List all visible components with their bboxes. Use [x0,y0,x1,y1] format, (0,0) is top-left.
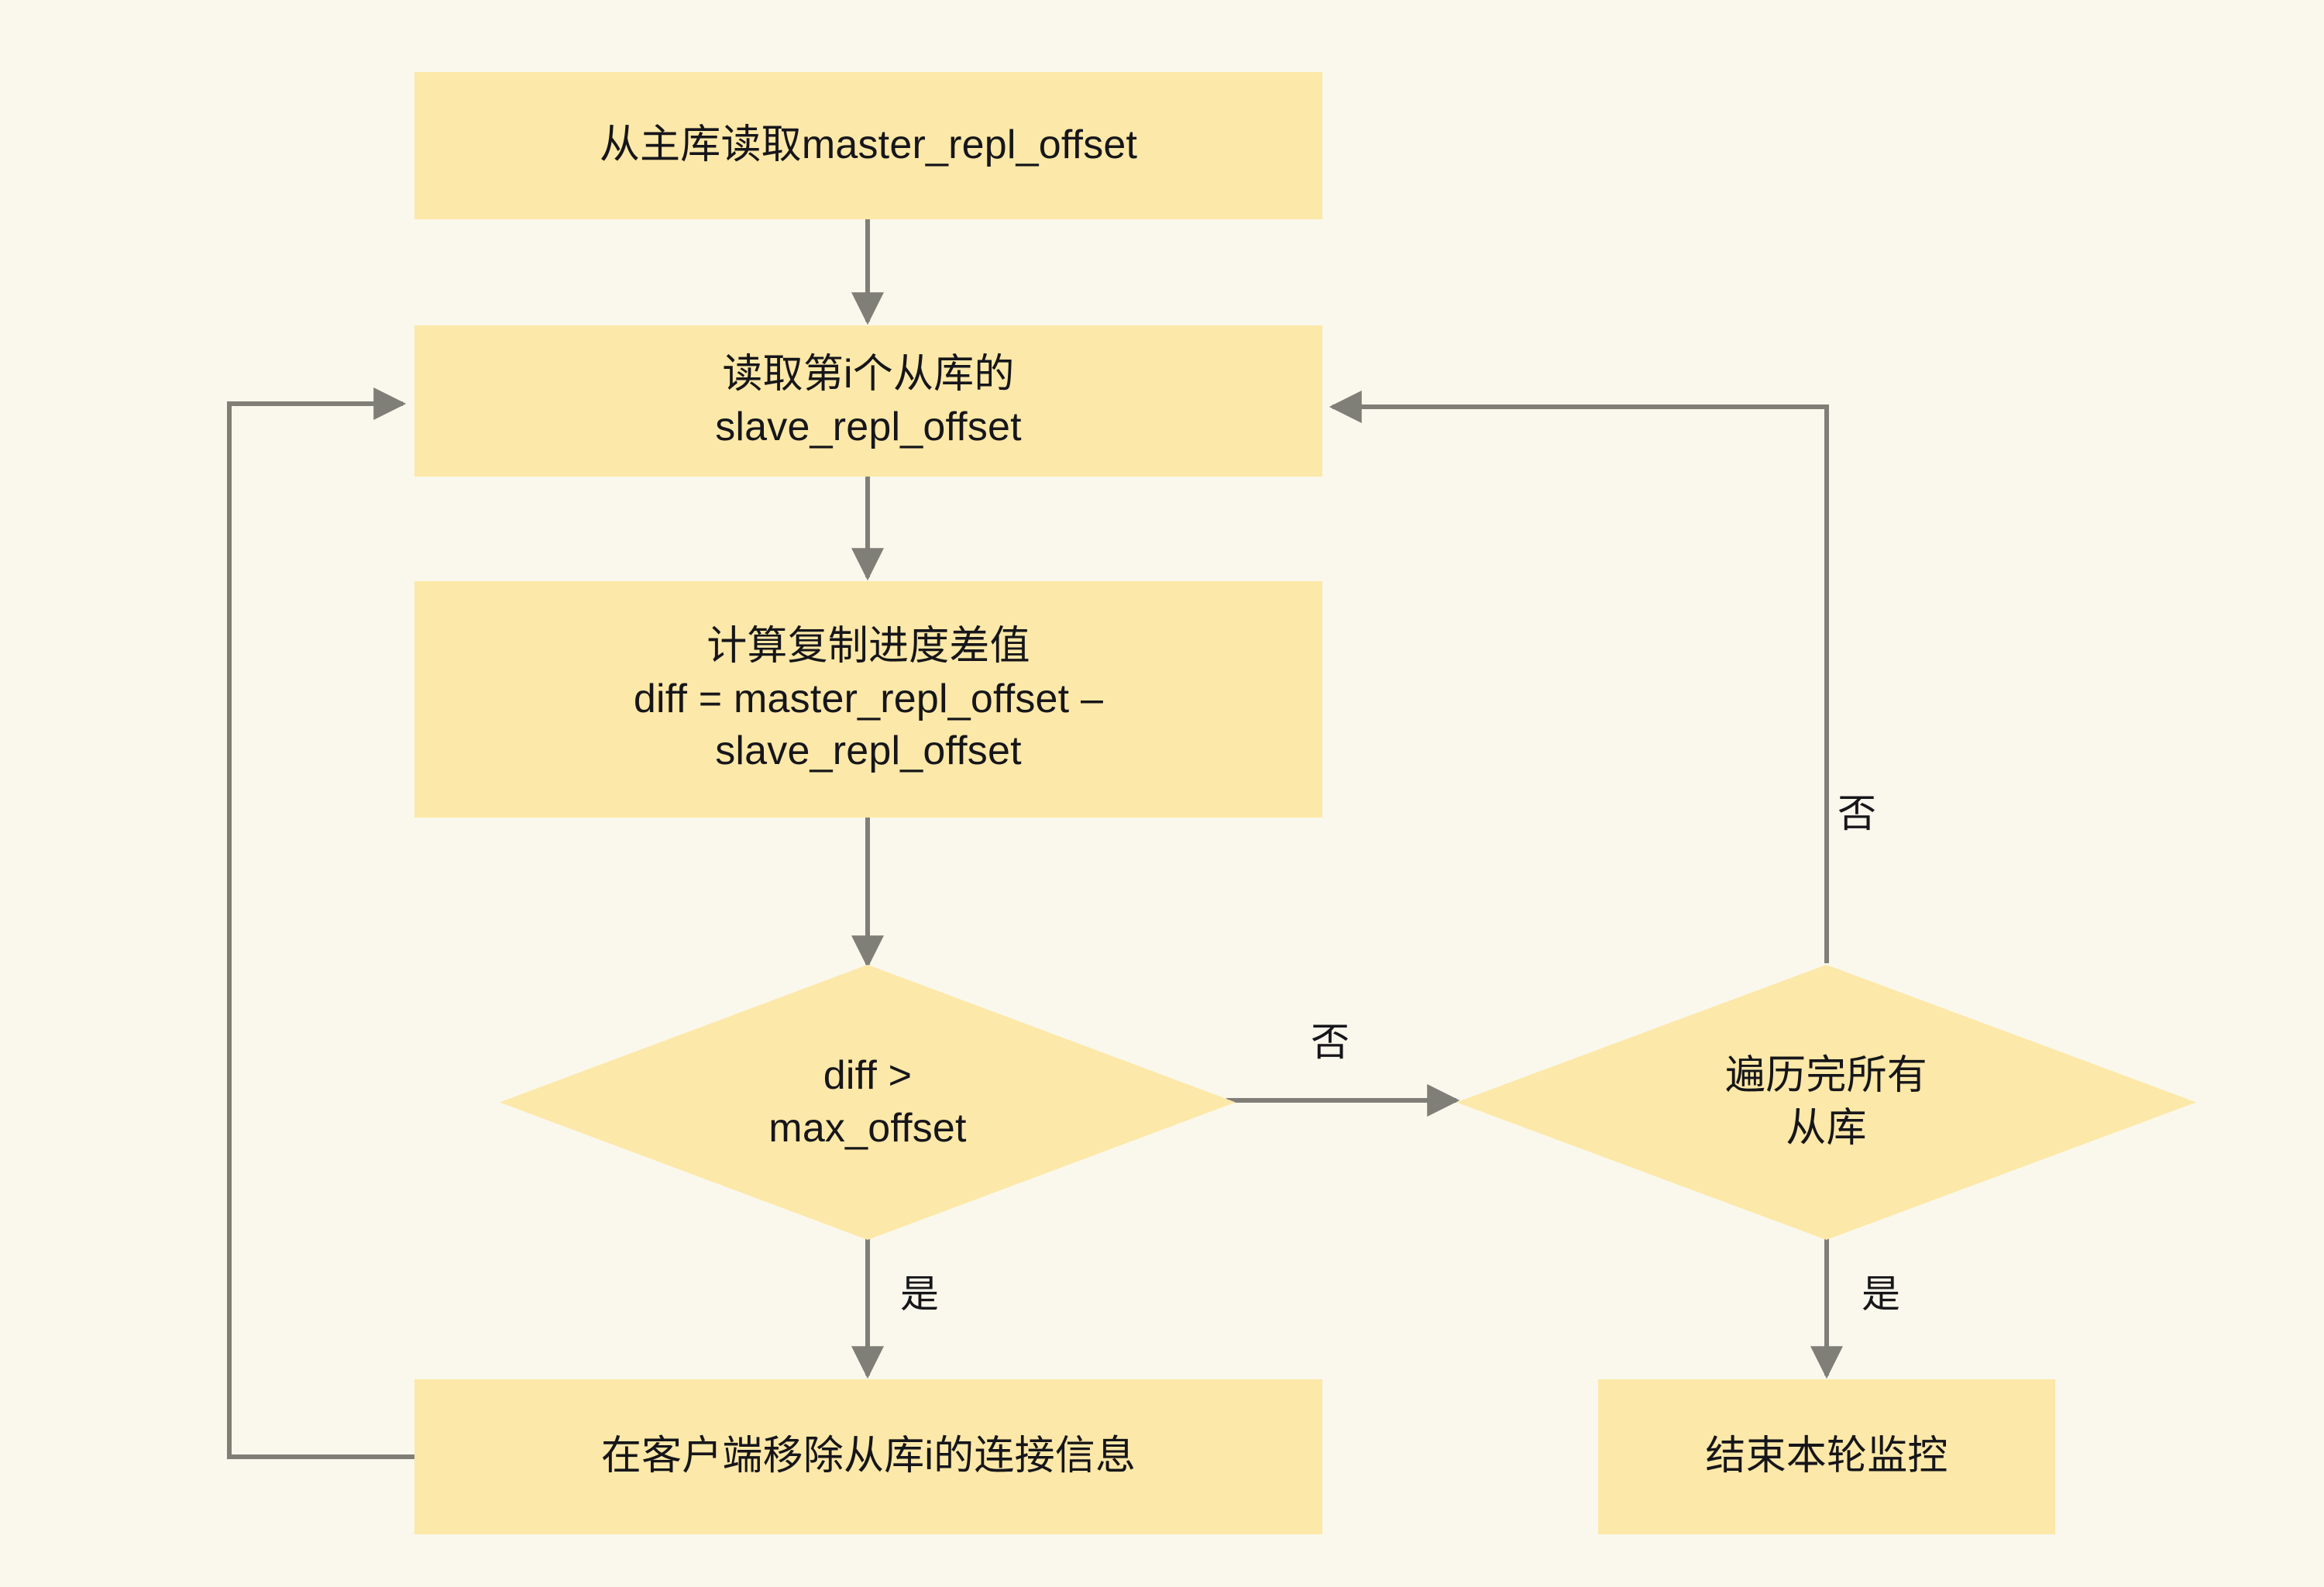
edge-label-traverse-yes: 是 [1862,1272,1900,1316]
edge-label-diff-no: 否 [1311,1021,1349,1064]
node-read-slave-offset[interactable]: 读取第i个从库的 slave_repl_offset [414,325,1322,477]
node-compute-diff[interactable]: 计算复制进度差值 diff = master_repl_offset – sla… [414,581,1322,818]
edge-traverse-no-loop-back [1329,391,1829,963]
edge-label-traverse-no: 否 [1838,792,1876,835]
node-all-slaves-done[interactable]: 遍历完所有 从库 [1456,965,2196,1240]
edge-remove-loop-back [227,387,414,1459]
node-diff-gt-max[interactable]: diff > max_offset [500,965,1236,1240]
node-diff-gt-max-label: diff > max_offset [768,1052,967,1151]
node-end-round[interactable]: 结束本轮监控 [1598,1379,2055,1534]
edge-label-diff-yes: 是 [900,1272,939,1316]
node-read-master-offset[interactable]: 从主库读取master_repl_offset [414,72,1322,219]
node-remove-slave-conn[interactable]: 在客户端移除从库i的连接信息 [414,1379,1322,1534]
node-all-slaves-done-label: 遍历完所有 从库 [1724,1052,1927,1151]
